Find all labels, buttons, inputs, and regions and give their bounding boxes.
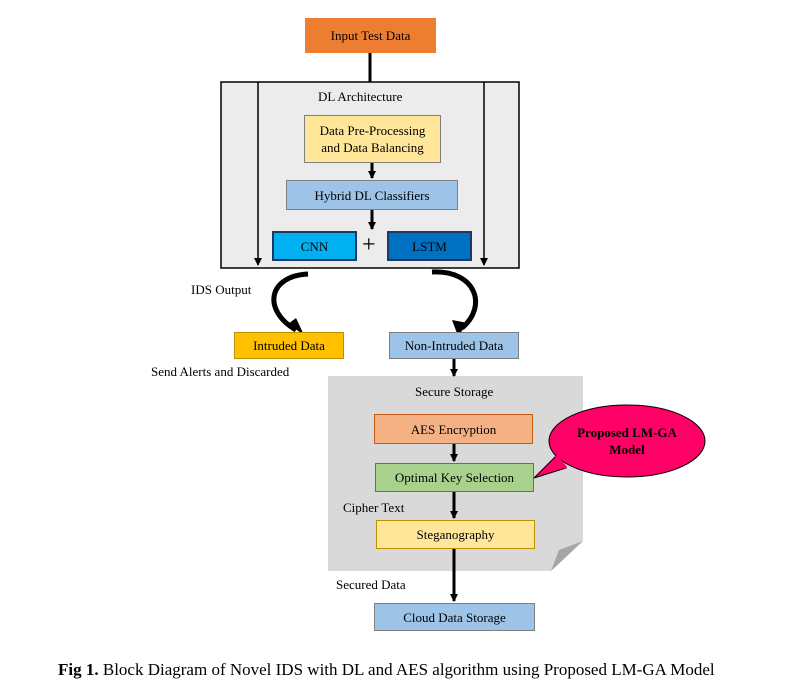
figure-caption-text: Block Diagram of Novel IDS with DL and A… bbox=[98, 660, 715, 679]
proposed-lm-ga-label: Proposed LM-GA Model bbox=[577, 425, 677, 457]
cipher-text-label: Cipher Text bbox=[343, 500, 405, 515]
dl-architecture-title: DL Architecture bbox=[318, 89, 403, 104]
lstm-node: LSTM bbox=[387, 231, 472, 261]
input-test-data-node: Input Test Data bbox=[305, 18, 436, 53]
secure-storage-fold bbox=[551, 541, 583, 571]
steganography-node: Steganography bbox=[376, 520, 535, 549]
aes-encryption-node: AES Encryption bbox=[374, 414, 533, 444]
figure-caption: Fig 1. Block Diagram of Novel IDS with D… bbox=[58, 660, 715, 680]
preprocessing-node: Data Pre-Processing and Data Balancing bbox=[304, 115, 441, 163]
ids-output-label: IDS Output bbox=[191, 282, 252, 297]
secured-data-label: Secured Data bbox=[336, 577, 406, 592]
cloud-data-storage-node: Cloud Data Storage bbox=[374, 603, 535, 631]
figure-caption-prefix: Fig 1. bbox=[58, 660, 99, 679]
optimal-key-selection-node: Optimal Key Selection bbox=[375, 463, 534, 492]
curve-arrow-head-intruded bbox=[288, 318, 304, 335]
non-intruded-data-node: Non-Intruded Data bbox=[389, 332, 519, 359]
hybrid-dl-classifiers-node: Hybrid DL Classifiers bbox=[286, 180, 458, 210]
curve-arrow-to-intruded bbox=[271, 271, 309, 333]
curve-arrow-head-non-intruded bbox=[452, 320, 468, 336]
intruded-data-node: Intruded Data bbox=[234, 332, 344, 359]
proposed-ellipse bbox=[548, 404, 706, 478]
curve-arrow-to-non-intruded bbox=[431, 269, 479, 330]
cnn-node: CNN bbox=[272, 231, 357, 261]
plus-sign: + bbox=[362, 232, 376, 258]
secure-storage-title: Secure Storage bbox=[415, 384, 494, 399]
send-alerts-label: Send Alerts and Discarded bbox=[151, 364, 290, 379]
proposed-balloon-join bbox=[554, 455, 568, 469]
